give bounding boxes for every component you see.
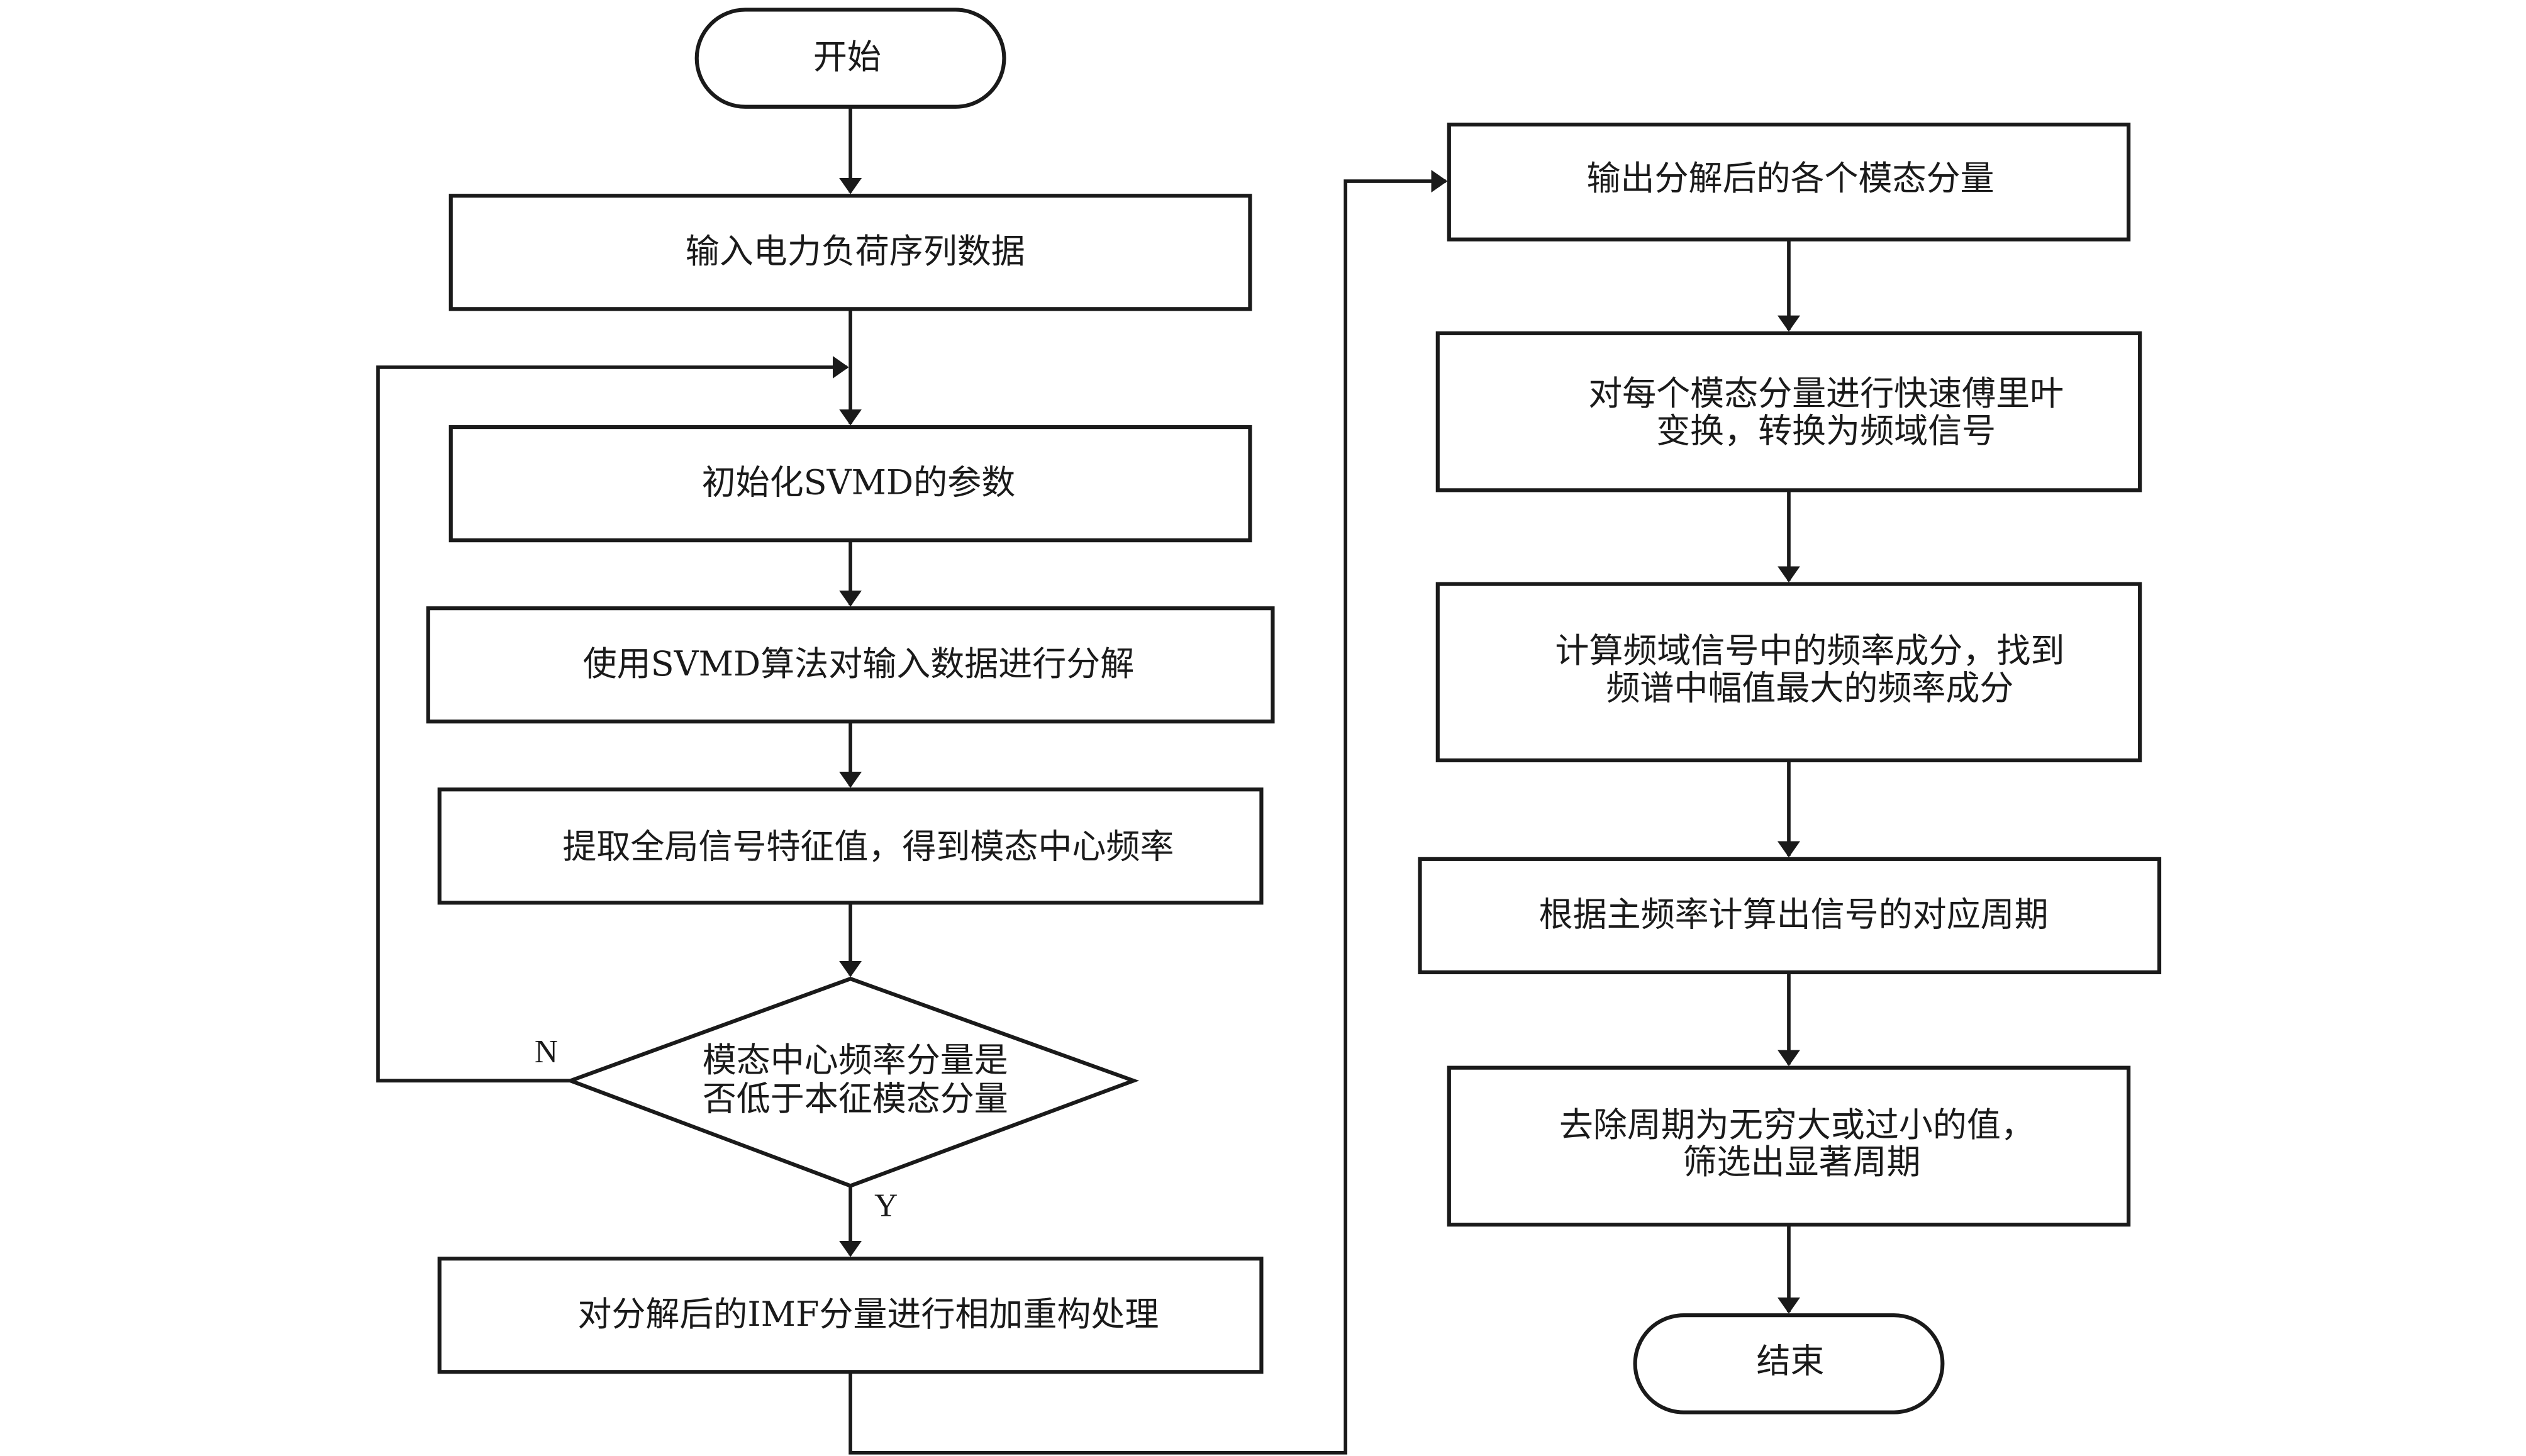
filter-periods-label-line-2: 筛选出显著周期 — [1683, 1142, 1921, 1182]
init-params-label: 初始化SVMD的参数 — [702, 463, 1016, 503]
decision-diamond: 模态中心频率分量是 否低于本征模态分量 — [565, 976, 1140, 1188]
frequency-components-label-line-1: 计算频域信号中的频率成分，找到 — [1555, 631, 2064, 670]
compute-period-step: 根据主频率计算出信号的对应周期 — [1418, 857, 2162, 974]
init-params-step: 初始化SVMD的参数 — [448, 425, 1252, 543]
fft-label-line-2: 变换，转换为频域信号 — [1656, 411, 1996, 450]
start-label: 开始 — [813, 37, 881, 77]
loop-back-connector — [376, 355, 849, 1083]
input-data-step: 输入电力负荷序列数据 — [448, 194, 1252, 311]
fft-label-line-1: 对每个模态分量进行快速傅里叶 — [1588, 374, 2064, 413]
branch-label-yes: Y — [874, 1187, 898, 1223]
reconstruct-step: 对分解后的IMF分量进行相加重构处理 — [437, 1257, 1264, 1374]
fft-step: 对每个模态分量进行快速傅里叶 变换，转换为频域信号 — [1435, 331, 2142, 492]
decision-label-line-2: 否低于本征模态分量 — [703, 1079, 1008, 1119]
filter-periods-step: 去除周期为无穷大或过小的值， 筛选出显著周期 — [1447, 1065, 2131, 1227]
extract-features-step: 提取全局信号特征值，得到模态中心频率 — [437, 787, 1264, 905]
output-modes-label: 输出分解后的各个模态分量 — [1587, 158, 1995, 198]
reconstruct-label: 对分解后的IMF分量进行相加重构处理 — [577, 1294, 1159, 1334]
filter-periods-label-line-1: 去除周期为无穷大或过小的值， — [1559, 1105, 2035, 1145]
extract-features-label: 提取全局信号特征值，得到模态中心频率 — [562, 826, 1174, 866]
start-terminal: 开始 — [694, 8, 1006, 109]
connector-reconstruct-to-output — [848, 170, 1448, 1455]
output-modes-step: 输出分解后的各个模态分量 — [1447, 122, 2131, 242]
branch-label-no: N — [535, 1034, 558, 1070]
frequency-components-step: 计算频域信号中的频率成分，找到 频谱中幅值最大的频率成分 — [1435, 582, 2142, 763]
decompose-step: 使用SVMD算法对输入数据进行分解 — [426, 606, 1275, 724]
frequency-components-label-line-2: 频谱中幅值最大的频率成分 — [1606, 668, 2013, 708]
end-label: 结束 — [1757, 1341, 1825, 1381]
compute-period-label: 根据主频率计算出信号的对应周期 — [1539, 894, 2049, 934]
decision-label-line-1: 模态中心频率分量是 — [703, 1040, 1008, 1080]
decompose-label: 使用SVMD算法对输入数据进行分解 — [583, 644, 1135, 684]
end-terminal: 结束 — [1633, 1313, 1945, 1414]
input-data-label: 输入电力负荷序列数据 — [686, 231, 1025, 271]
